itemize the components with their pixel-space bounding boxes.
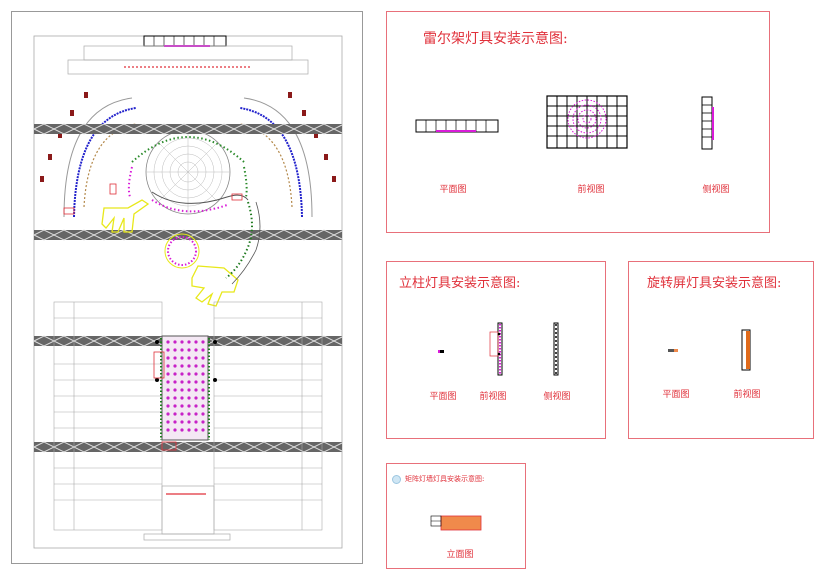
column-plan-view bbox=[438, 350, 444, 353]
matrix-dots bbox=[166, 340, 205, 432]
riser-2 bbox=[67, 59, 309, 75]
matrix-elevation-view bbox=[430, 515, 482, 531]
truss-front-caption: 前视图 bbox=[577, 185, 605, 195]
column-panel-title: 立柱灯具安装示意图: bbox=[399, 276, 521, 291]
rotating-panel: 旋转屏灯具安装示意图: 平面图 前视图 bbox=[628, 261, 814, 439]
truss-plan-view bbox=[415, 119, 499, 133]
column-side-caption: 侧视图 bbox=[543, 392, 571, 402]
truss-side-view bbox=[701, 96, 714, 150]
matrix-panel-title: 矩阵灯墙灯具安装示意图: bbox=[405, 475, 485, 483]
column-side-view bbox=[553, 322, 559, 376]
truss-plan-caption: 平面图 bbox=[439, 185, 467, 195]
matrix-wall bbox=[161, 335, 209, 441]
matrix-elevation-caption: 立面图 bbox=[446, 550, 474, 560]
truss-front-view bbox=[546, 95, 628, 149]
rotating-front-view bbox=[741, 329, 751, 371]
truss-panel-title: 雷尔架灯具安装示意图: bbox=[423, 31, 568, 47]
column-front-view bbox=[489, 322, 503, 376]
truss-bar-4 bbox=[33, 441, 343, 453]
stage-plan-drawing bbox=[11, 11, 363, 564]
left-blue-arc bbox=[73, 107, 137, 218]
rotating-plan-caption: 平面图 bbox=[662, 390, 690, 400]
matrix-panel: 矩阵灯墙灯具安装示意图: 立面图 bbox=[386, 463, 526, 569]
side-markers bbox=[40, 92, 336, 182]
yellow-hand-right bbox=[191, 265, 239, 307]
magenta-ring bbox=[167, 236, 197, 266]
column-panel: 立柱灯具安装示意图: 平面图 前视图 侧视图 bbox=[386, 261, 606, 439]
yellow-hand-left bbox=[101, 199, 150, 233]
column-panel-svg bbox=[438, 322, 559, 376]
rotating-plan-view bbox=[668, 349, 678, 352]
matrix-panel-svg bbox=[430, 515, 482, 531]
stage-plan-svg bbox=[33, 35, 343, 549]
stage-outline bbox=[33, 35, 343, 549]
rotating-panel-title: 旋转屏灯具安装示意图: bbox=[647, 276, 782, 291]
right-blue-arc bbox=[239, 107, 303, 218]
rotating-panel-svg bbox=[668, 329, 751, 371]
column-front-caption: 前视图 bbox=[479, 392, 507, 402]
matrix-bullet-icon bbox=[392, 475, 401, 484]
truss-side-caption: 侧视图 bbox=[702, 185, 730, 195]
truss-panel-svg bbox=[415, 95, 714, 150]
truss-bar-1 bbox=[33, 123, 343, 135]
lower-stage-grid bbox=[53, 301, 323, 531]
column-plan-caption: 平面图 bbox=[429, 392, 457, 402]
truss-panel: 雷尔架灯具安装示意图: bbox=[386, 11, 770, 233]
rotating-front-caption: 前视图 bbox=[733, 390, 761, 400]
riser-1 bbox=[83, 45, 293, 61]
